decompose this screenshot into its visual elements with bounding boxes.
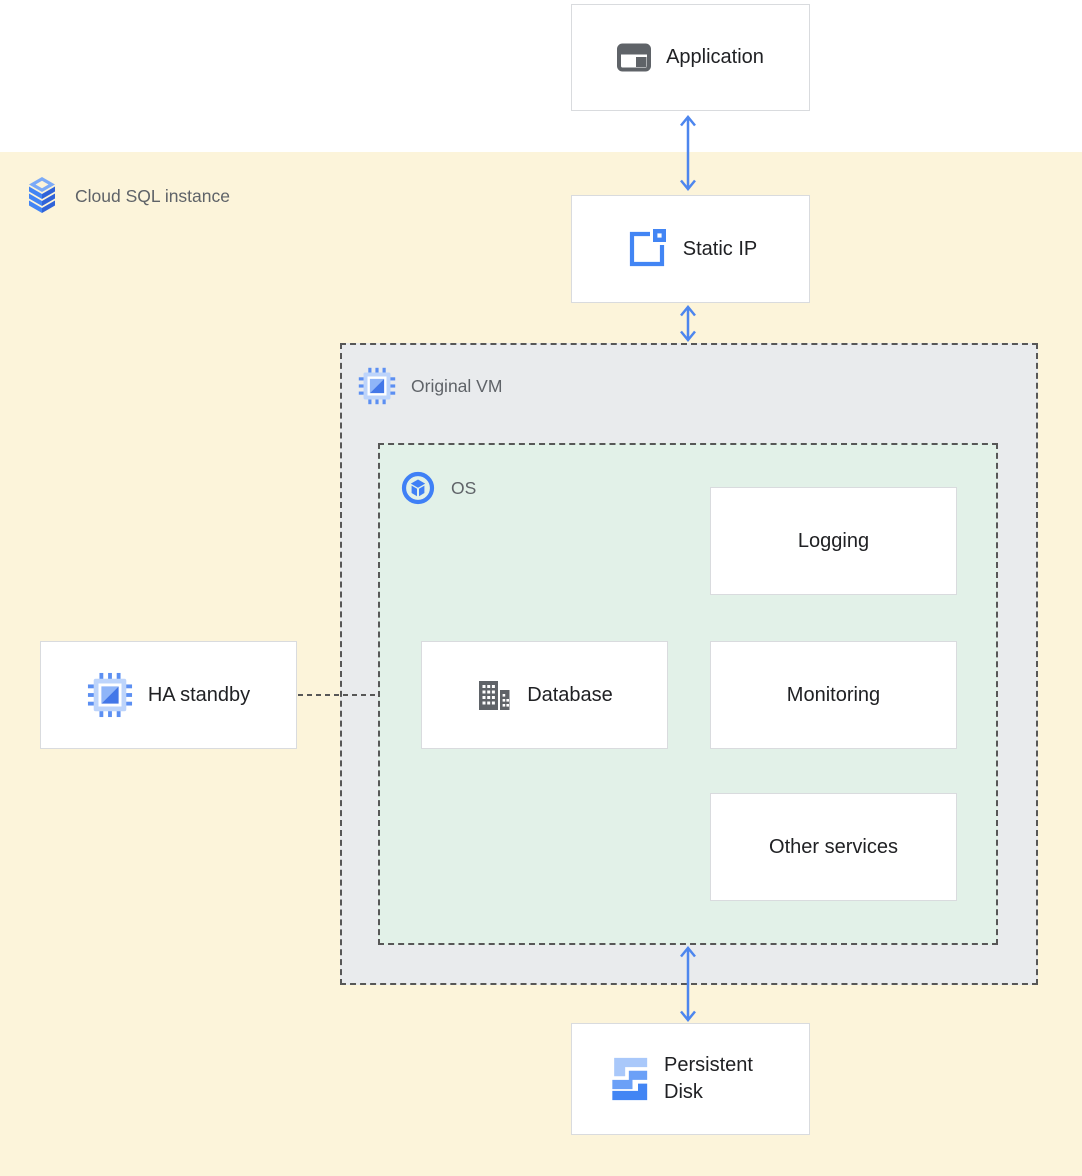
monitoring-node: Monitoring (710, 641, 957, 749)
compute-engine-icon (358, 367, 396, 405)
compute-engine-icon (87, 672, 133, 718)
application-node: Application (571, 4, 810, 111)
logging-text: Logging (797, 529, 870, 552)
persistent-disk-node: Persistent Disk (571, 1023, 810, 1135)
os-icon (400, 470, 436, 506)
logging-node: Logging (710, 487, 957, 595)
os-text: OS (451, 477, 477, 498)
persistent-disk-icon (605, 1056, 649, 1102)
cloud-sql-instance-label: Cloud SQL instance (24, 174, 230, 218)
monitoring-text: Monitoring (786, 683, 881, 706)
database-text: Database (527, 683, 613, 706)
other-services-text: Other services (769, 835, 898, 858)
application-text: Application (666, 46, 764, 68)
cloud-sql-instance-text: Cloud SQL instance (75, 185, 230, 206)
static-ip-text: Static IP (682, 237, 758, 260)
os-label: OS (400, 469, 476, 507)
original-vm-label: Original VM (358, 366, 502, 406)
ha-standby-node: HA standby (40, 641, 297, 749)
ha-standby-text: HA standby (147, 683, 251, 706)
original-vm-text: Original VM (411, 375, 503, 396)
static-ip-node: Static IP (571, 195, 810, 303)
database-icon (476, 677, 512, 713)
persistent-disk-text: Persistent Disk (664, 1054, 753, 1103)
database-node: Database (421, 641, 668, 749)
application-icon (617, 43, 652, 72)
cloud-sql-icon (24, 176, 60, 216)
other-services-node: Other services (710, 793, 957, 901)
static-ip-icon (624, 227, 668, 271)
